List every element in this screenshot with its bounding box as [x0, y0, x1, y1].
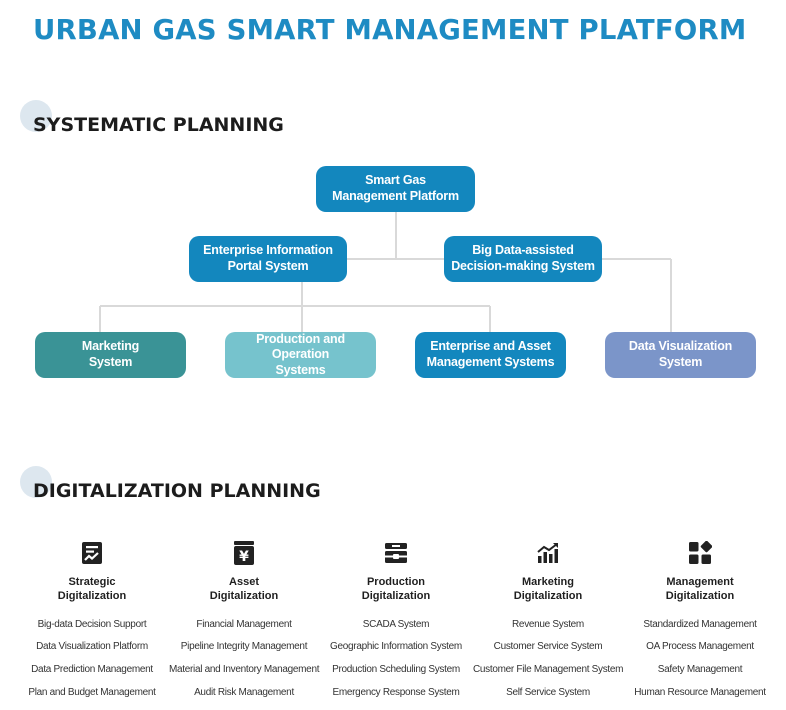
list-item: Big-data Decision Support — [37, 618, 147, 630]
list-item: Human Resource Management — [634, 686, 766, 698]
list-item: Data Visualization Platform — [36, 641, 148, 653]
grid-blocks-icon — [687, 540, 713, 566]
yen-document-icon: ¥ — [231, 540, 257, 566]
list-item: Plan and Budget Management — [28, 686, 156, 698]
column-title: Marketing Digitalization — [513, 576, 583, 602]
list-item: Geographic Information System — [330, 641, 462, 653]
section-marker-dot — [20, 466, 52, 498]
svg-text:¥: ¥ — [239, 549, 249, 565]
column-title: Strategic Digitalization — [57, 576, 127, 602]
list-item: Material and Inventory Management — [169, 663, 320, 675]
list-item: OA Process Management — [646, 641, 754, 653]
list-item: Financial Management — [196, 618, 292, 630]
page-title: URBAN GAS SMART MANAGEMENT PLATFORM — [33, 14, 747, 46]
list-item: Audit Risk Management — [194, 686, 294, 698]
node-marketing-system: Marketing System — [35, 332, 186, 378]
column-marketing: Marketing Digitalization Revenue System … — [473, 540, 624, 708]
list-item: Production Scheduling System — [332, 663, 460, 675]
node-enterprise-asset-management: Enterprise and Asset Management Systems — [415, 332, 566, 378]
node-enterprise-information-portal: Enterprise Information Portal System — [189, 236, 347, 282]
list-item: Self Service System — [506, 686, 590, 698]
section-marker-dot — [20, 100, 52, 132]
list-item: SCADA System — [362, 618, 430, 630]
node-big-data-decision-making: Big Data-assisted Decision-making System — [444, 236, 602, 282]
server-box-icon — [383, 540, 409, 566]
list-item: Customer File Management System — [473, 663, 624, 675]
rising-bar-chart-icon — [535, 540, 561, 566]
list-item: Data Prediction Management — [31, 663, 153, 675]
column-management: Management Digitalization Standardized M… — [625, 540, 775, 708]
node-production-operation-systems: Production and Operation Systems — [225, 332, 376, 378]
column-title: Management Digitalization — [665, 576, 735, 602]
list-item: Safety Management — [657, 663, 743, 675]
node-data-visualization-system: Data Visualization System — [605, 332, 756, 378]
section-title-systematic: SYSTEMATIC PLANNING — [33, 114, 284, 136]
chart-document-icon — [79, 540, 105, 566]
column-production: Production Digitalization SCADA System G… — [321, 540, 471, 708]
list-item: Pipeline Integrity Management — [180, 641, 308, 653]
column-title: Production Digitalization — [361, 576, 431, 602]
node-smart-gas-platform: Smart Gas Management Platform — [316, 166, 475, 212]
list-item: Standardized Management — [643, 618, 757, 630]
column-asset: ¥ Asset Digitalization Financial Managem… — [169, 540, 320, 708]
column-title: Asset Digitalization — [209, 576, 279, 602]
list-item: Revenue System — [512, 618, 584, 630]
section-title-digitalization: DIGITALIZATION PLANNING — [33, 480, 321, 502]
column-strategic: Strategic Digitalization Big-data Decisi… — [17, 540, 167, 708]
list-item: Emergency Response System — [332, 686, 460, 698]
list-item: Customer Service System — [493, 641, 603, 653]
